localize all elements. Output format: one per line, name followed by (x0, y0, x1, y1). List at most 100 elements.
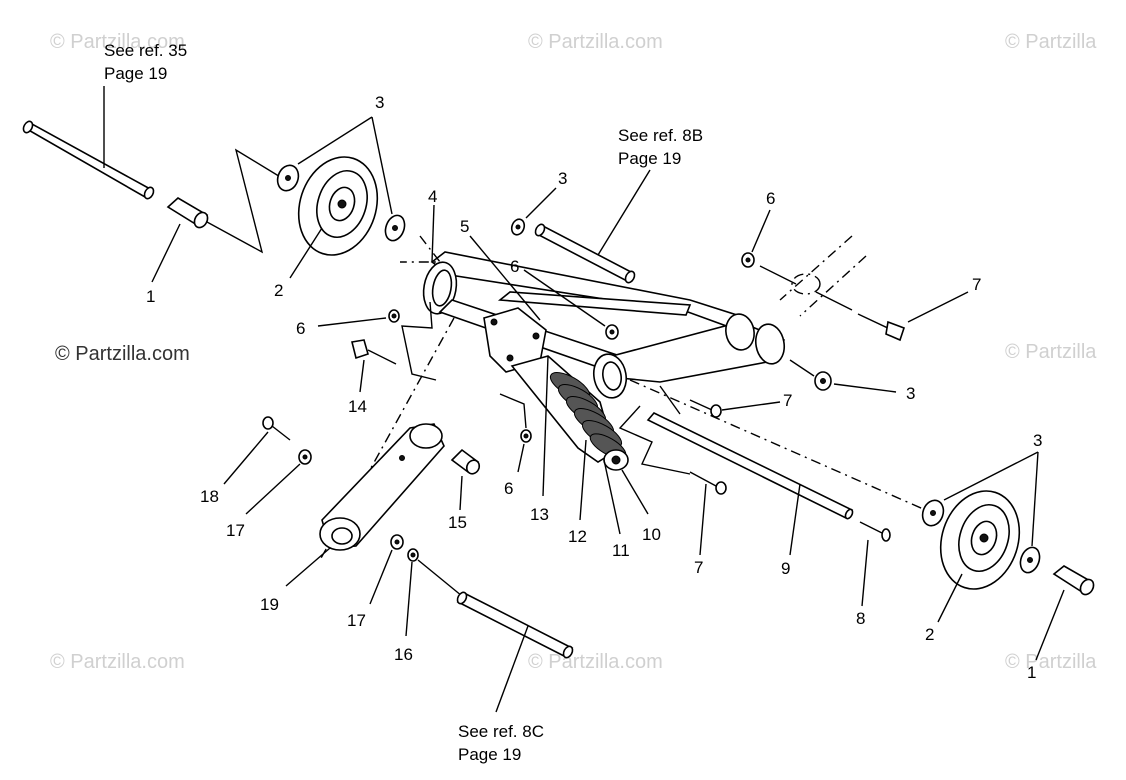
bolt-part-14 (351, 339, 397, 365)
watermark-mid-right: © Partzilla (1005, 341, 1097, 363)
leader-2b (937, 573, 963, 623)
leader-3a-2 (371, 116, 393, 215)
washer-hole-3-b (392, 225, 398, 231)
watermark-top-center: © Partzilla.com (528, 31, 663, 53)
centerline-3f (789, 359, 815, 377)
ref35-line2: Page 19 (104, 64, 167, 83)
nut-hole-6-left (391, 313, 397, 319)
leader-17-upper (245, 463, 301, 515)
centerline-9 (659, 385, 681, 415)
callout-2-right: 2 (925, 625, 934, 644)
bolt-part-7-upper (857, 313, 906, 342)
callout-9: 9 (781, 559, 790, 578)
hidden-part-outline (791, 273, 821, 295)
leader-3c (525, 187, 557, 219)
leader-3d-1 (943, 451, 1039, 501)
leader-1a (151, 223, 181, 283)
watermark-bottom-left: © Partzilla.com (50, 651, 185, 673)
leader-3d-2 (1031, 451, 1039, 547)
leader-1b (1035, 589, 1065, 661)
callout-3-mid-right: 3 (906, 384, 915, 403)
ref8b-line2: Page 19 (618, 149, 681, 168)
callout-3-right: 3 (1033, 431, 1042, 450)
swing-arm-frame (422, 251, 786, 463)
nut-hole-6-center (609, 329, 615, 335)
leader-7-mid (721, 401, 781, 411)
ref35-line1: See ref. 35 (104, 41, 187, 60)
leader-13 (542, 355, 549, 497)
callout-11: 11 (612, 541, 630, 560)
callout-12: 12 (568, 527, 587, 546)
leader-11 (603, 459, 621, 535)
centerline-6-ur (759, 265, 797, 285)
callout-8: 8 (856, 609, 865, 628)
callout-15: 15 (448, 513, 467, 532)
leader-ref8b (597, 169, 651, 256)
shaft-ref8b (534, 223, 636, 284)
bolt-part-7-mid (689, 399, 722, 418)
leader-4 (431, 204, 435, 263)
centerline-15-19 (319, 317, 455, 561)
centerline-7-upper-b (799, 255, 867, 317)
washer-hole-3-e (1027, 557, 1033, 563)
callout-6-lower: 6 (504, 479, 513, 498)
watermark-bottom-center: © Partzilla.com (528, 651, 663, 673)
leader-ref8c (495, 625, 529, 713)
centerline-7-lower (618, 405, 691, 475)
washer-hole-3-f (820, 378, 826, 384)
leader-7-lower (699, 483, 707, 556)
centerline-upper-left (206, 148, 283, 254)
washer-hole-3-c (515, 224, 521, 230)
centerline-8c (417, 559, 463, 597)
callout-13: 13 (530, 505, 549, 524)
leader-10 (621, 469, 649, 515)
centerline-7-ur (815, 291, 853, 311)
callout-7-mid: 7 (783, 391, 792, 410)
watermark-bottom-right: © Partzilla (1005, 651, 1097, 673)
callout-17-lower: 17 (347, 611, 366, 630)
shock-eyelet-hole (611, 455, 621, 465)
leader-2a (289, 227, 323, 279)
leader-9 (789, 483, 801, 556)
leader-14 (359, 359, 365, 393)
washer-hole-3-d (930, 510, 936, 516)
bolt-part-7-lower (689, 471, 727, 495)
idler-wheel-part-2-right (939, 490, 1021, 590)
callout-6-left: 6 (296, 319, 305, 338)
callout-7-upper-right: 7 (972, 275, 981, 294)
watermark-mid-left: © Partzilla.com (55, 343, 190, 365)
callout-3-upper-left: 3 (375, 93, 384, 112)
leader-19 (285, 547, 331, 587)
callout-1-left: 1 (146, 287, 155, 306)
callout-19: 19 (260, 595, 279, 614)
callout-4: 4 (428, 187, 437, 206)
callout-14: 14 (348, 397, 367, 416)
spacer-part-1-right (1052, 565, 1095, 596)
callout-3-upper-mid: 3 (558, 169, 567, 188)
leader-6-center (523, 269, 606, 327)
washer-hole-17-upper (302, 454, 308, 460)
callout-18: 18 (200, 487, 219, 506)
leader-8 (861, 539, 869, 607)
nut-hole-6-upper-right (745, 257, 751, 263)
idler-wheel-part-2-left (297, 156, 379, 256)
ref8c-line2: Page 19 (458, 745, 521, 764)
shaft-ref35 (22, 120, 155, 200)
washer-hole-3-a (285, 175, 291, 181)
centerline-4 (400, 235, 442, 263)
spacer-part-15 (450, 448, 481, 475)
leader-17-lower (369, 549, 393, 605)
bolt-part-8 (859, 521, 891, 542)
ref8b-line1: See ref. 8B (618, 126, 703, 145)
leader-12 (579, 439, 587, 521)
watermark-top-right: © Partzilla (1005, 31, 1097, 53)
leader-3a-1 (297, 116, 373, 165)
leader-6-lower (517, 443, 525, 473)
leader-5 (469, 235, 541, 321)
leader-18 (223, 431, 269, 485)
callout-10: 10 (642, 525, 661, 544)
spacer-part-1-left (166, 197, 209, 229)
callout-1-right: 1 (1027, 663, 1036, 682)
callout-6-upper-right: 6 (766, 189, 775, 208)
